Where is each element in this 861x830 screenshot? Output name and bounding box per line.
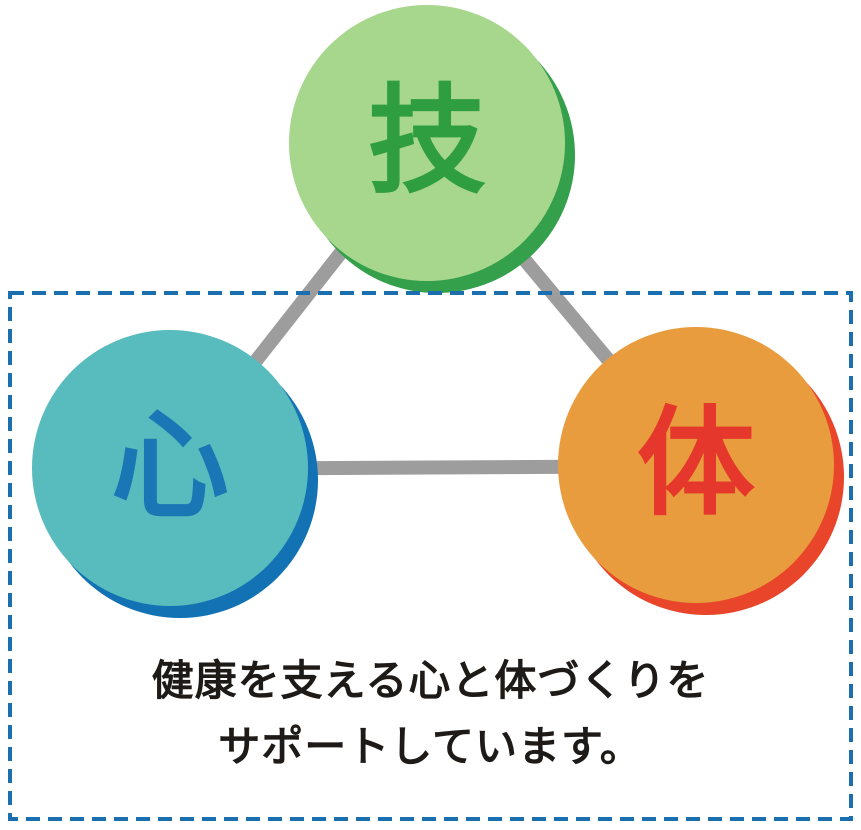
circle-gi-label: 技 (367, 72, 486, 210)
caption-line-1: 健康を支える心と体づくりを (151, 656, 710, 705)
circle-tai: 体 (558, 327, 834, 603)
caption: 健康を支える心と体づくりを サポートしています。 (0, 648, 861, 780)
circle-gi: 技 (289, 5, 565, 281)
circle-shin: 心 (32, 330, 308, 606)
circle-tai-label: 体 (636, 394, 755, 532)
circle-shin-label: 心 (110, 397, 229, 535)
caption-line-2: サポートしています。 (218, 722, 643, 771)
